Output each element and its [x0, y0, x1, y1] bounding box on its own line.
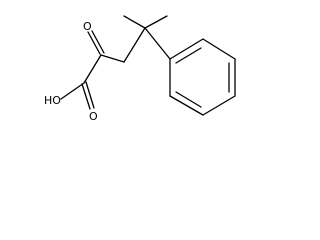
ch2-to-ketone-bond	[100, 54, 125, 63]
quaternary-to-ch2-bond	[123, 27, 146, 63]
structure-diagram	[60, 15, 236, 116]
acid-double-bond-a	[81, 83, 91, 110]
methyl-bond-1	[123, 15, 146, 29]
ketone-to-acid-bond	[83, 54, 102, 84]
phenyl-inner-bond-1	[175, 47, 202, 64]
methyl-bond-2	[144, 15, 168, 29]
ketone-double-bond-a	[87, 31, 101, 55]
phenyl-bond-5	[169, 95, 204, 116]
ketone-oxygen-label: O	[83, 20, 92, 33]
phenyl-inner-bond-3	[175, 91, 202, 108]
phenyl-bond-2	[202, 38, 236, 60]
acid-to-hydroxyl-bond	[60, 82, 85, 100]
phenyl-bond-4	[202, 95, 236, 116]
acid-double-bond-b	[85, 81, 95, 109]
quaternary-to-phenyl-bond	[144, 27, 171, 60]
ketone-double-bond-b	[91, 30, 105, 54]
phenyl-bond-1	[169, 38, 204, 60]
hydroxyl-label: HO	[44, 94, 61, 107]
acid-carbonyl-oxygen-label: O	[89, 110, 98, 123]
